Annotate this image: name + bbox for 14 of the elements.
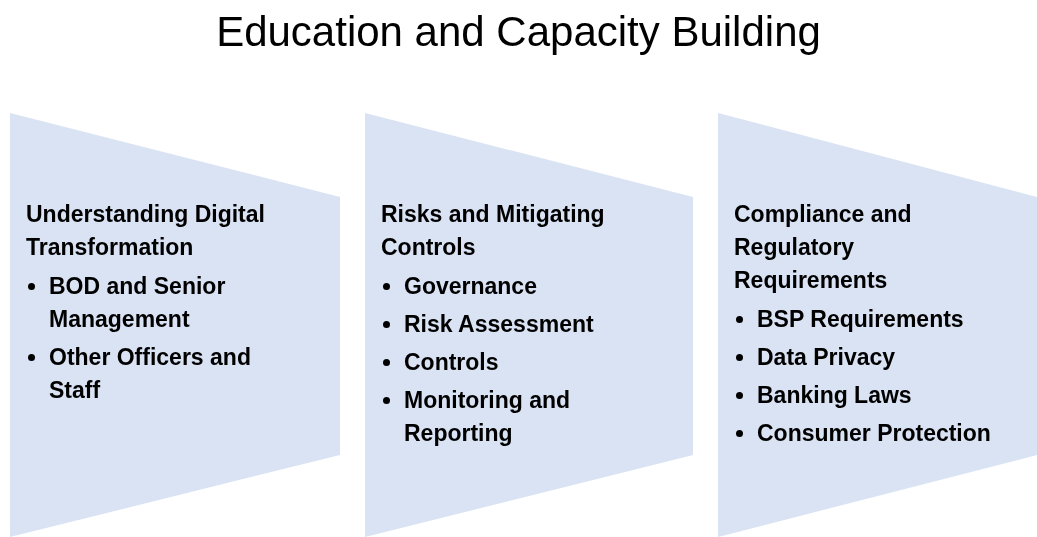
bullet-item: BOD and Senior Management — [49, 272, 227, 334]
bullet-item: Controls — [404, 348, 499, 377]
title: Education and Capacity Building — [215, 8, 822, 56]
bullet-item: Consumer Protection — [757, 419, 991, 448]
section-heading: Understanding Digital Transformation — [26, 200, 266, 262]
bullet-item: BSP Requirements — [757, 305, 964, 334]
section-heading: Risks and Mitigating Controls — [381, 200, 606, 262]
bullet-item: Data Privacy — [757, 343, 896, 372]
section-heading: Compliance and Regulatory Requirements — [734, 200, 913, 295]
bullet-item: Governance — [404, 272, 537, 301]
bullet-item: Other Officers and Staff — [49, 343, 252, 405]
bullet-item: Banking Laws — [757, 381, 912, 410]
bullet-item: Monitoring and Reporting — [404, 386, 572, 448]
bullet-item: Risk Assessment — [404, 310, 594, 339]
